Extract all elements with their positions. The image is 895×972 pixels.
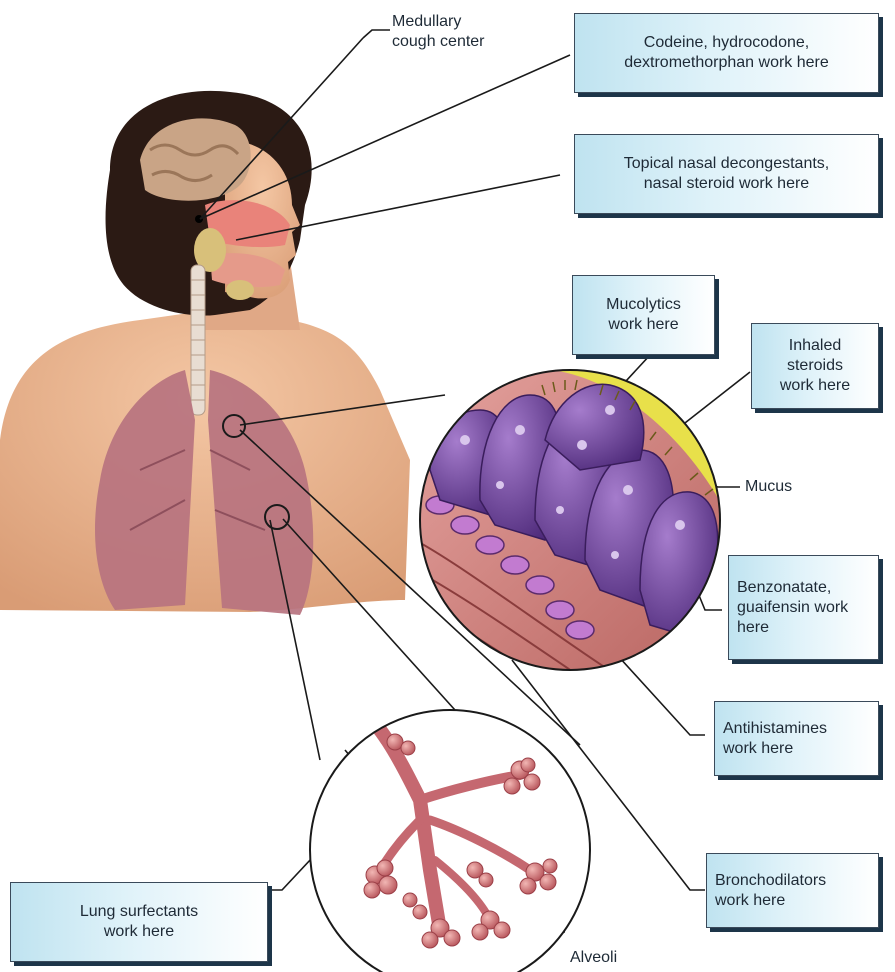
lung-surfactants-callout: Lung surfectants work here xyxy=(10,882,268,962)
nasal-callout-text: Topical nasal decongestants, nasal stero… xyxy=(624,154,829,194)
mucus-label: Mucus xyxy=(745,477,792,497)
nasal-callout: Topical nasal decongestants, nasal stero… xyxy=(574,134,879,214)
mucolytics-callout-text: Mucolytics work here xyxy=(606,295,681,335)
lung-surfactants-callout-text: Lung surfectants work here xyxy=(80,902,198,942)
benzonatate-callout: Benzonatate, guaifensin work here xyxy=(728,555,879,660)
benzonatate-callout-text: Benzonatate, guaifensin work here xyxy=(737,578,848,638)
antihistamines-callout-text: Antihistamines work here xyxy=(723,719,827,759)
alveoli-label: Alveoli xyxy=(570,948,617,968)
alveoli-zoom xyxy=(310,685,590,972)
medullary-cough-center-label: Medullary cough center xyxy=(392,12,485,52)
bronchodilators-callout: Bronchodilators work here xyxy=(706,853,879,928)
bronchodilators-callout-text: Bronchodilators work here xyxy=(715,871,826,911)
inhaled-steroids-callout: Inhaled steroids work here xyxy=(751,323,879,409)
inhaled-steroids-callout-text: Inhaled steroids work here xyxy=(780,336,850,396)
human-figure xyxy=(0,91,410,615)
mucolytics-callout: Mucolytics work here xyxy=(572,275,715,355)
codeine-callout: Codeine, hydrocodone, dextromethorphan w… xyxy=(574,13,879,93)
antihistamines-callout: Antihistamines work here xyxy=(714,701,879,776)
ciliated-epithelium-zoom xyxy=(410,360,730,690)
codeine-callout-text: Codeine, hydrocodone, dextromethorphan w… xyxy=(624,33,829,73)
